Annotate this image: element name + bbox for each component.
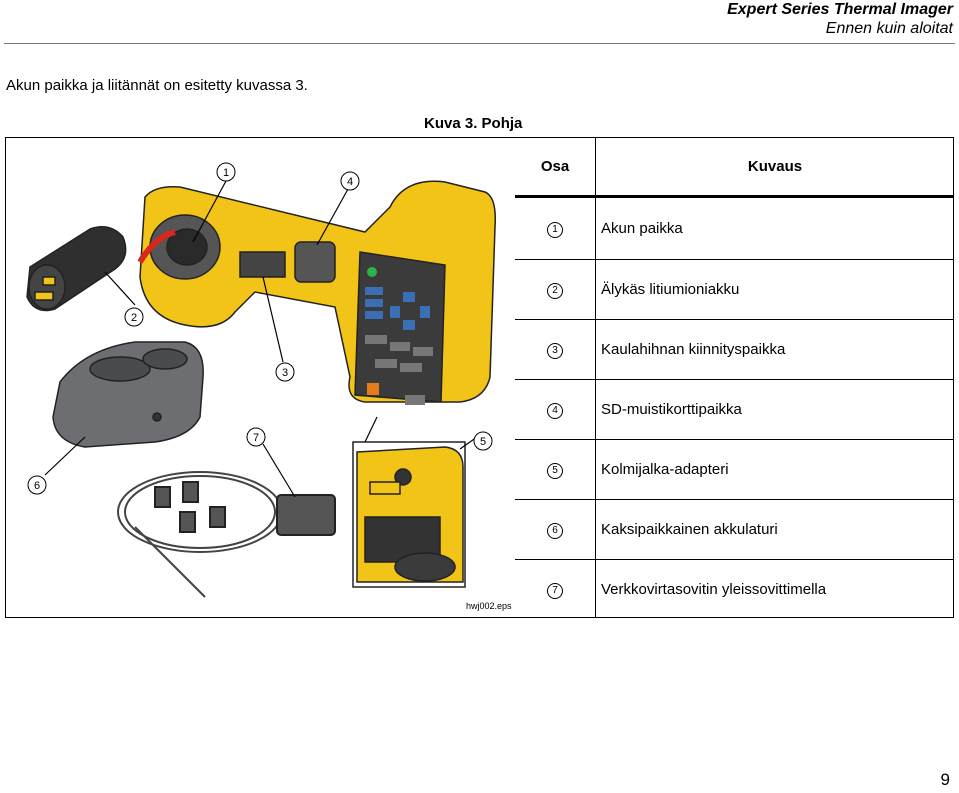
camera-buttons [365,267,433,405]
row-description: Kolmijalka-adapteri [595,439,954,500]
row-number: 6 [547,523,563,539]
header-kuvaus: Kuvaus [595,137,954,198]
tripod-detail [352,441,466,588]
callout-4: 4 [340,171,360,191]
callout-3-label: 3 [282,367,288,379]
table-row: 1 Akun paikka [515,196,954,260]
figure-caption: Kuva 3. Pohja [424,115,523,132]
callout-2-label: 2 [131,312,137,324]
row-description: Kaksipaikkainen akkulaturi [595,499,954,560]
table-row: 3 Kaulahihnan kiinnityspaikka [515,319,954,380]
parts-table: Osa Kuvaus 1 Akun paikka 2 Älykäs litium… [515,137,954,618]
bottom-view-illustration: 1 4 2 3 7 5 6 [26,162,497,598]
header-title: Expert Series Thermal Imager [727,1,953,18]
header-osa: Osa [515,137,596,198]
header-subtitle: Ennen kuin aloitat [825,20,953,37]
callout-4-label: 4 [347,176,353,188]
table-row: 4 SD-muistikorttipaikka [515,379,954,440]
table-header-row: Osa Kuvaus [515,137,954,198]
callout-6: 6 [27,475,47,495]
callout-lines [44,180,478,498]
callout-5-label: 5 [480,436,486,448]
row-description: Kaulahihnan kiinnityspaikka [595,319,954,380]
row-number: 5 [547,463,563,479]
row-description: Älykäs litiumioniakku [595,259,954,320]
callout-1: 1 [216,162,236,182]
charger-base [52,341,204,448]
callout-2: 2 [124,307,144,327]
callout-3: 3 [275,362,295,382]
row-number: 7 [547,582,563,599]
callout-1-label: 1 [223,167,229,179]
row-number: 4 [547,403,563,419]
table-row: 5 Kolmijalka-adapteri [515,439,954,500]
header-rule [4,43,955,44]
table-row: 7 Verkkovirtasovitin yleissovittimella [515,559,954,618]
eps-label: hwj002.eps [466,601,512,611]
row-description: SD-muistikorttipaikka [595,379,954,440]
power-adapter [117,471,336,598]
table-row: 6 Kaksipaikkainen akkulaturi [515,499,954,560]
row-number: 1 [547,222,563,238]
callout-7-label: 7 [253,432,259,444]
row-number: 3 [547,343,563,359]
page-number: 9 [940,770,950,789]
battery-pack [26,226,127,312]
row-description: Verkkovirtasovitin yleissovittimella [601,580,827,598]
callout-6-label: 6 [34,480,40,492]
intro-text: Akun paikka ja liitännät on esitetty kuv… [6,77,308,94]
row-number: 2 [547,283,563,299]
callouts: 1 4 2 3 7 5 6 [27,162,493,495]
callout-7: 7 [246,427,266,447]
callout-5: 5 [473,431,493,451]
page-header: Expert Series Thermal Imager Ennen kuin … [727,0,953,38]
table-row: 2 Älykäs litiumioniakku [515,259,954,320]
row-description: Akun paikka [595,196,954,260]
